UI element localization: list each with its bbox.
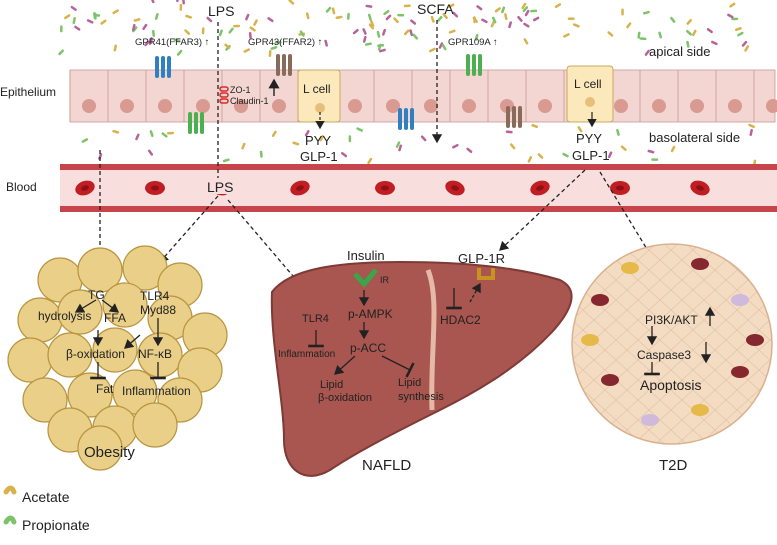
l-cell-2 xyxy=(566,65,614,123)
obesity-arrows xyxy=(74,299,166,380)
t2d-arrows xyxy=(644,306,716,376)
hdac2-label: HDAC2 xyxy=(440,313,481,327)
pancreatic-islet-icon xyxy=(571,243,773,445)
ffa-label: FFA xyxy=(104,311,126,325)
fat-label: Fat xyxy=(96,382,114,396)
claudin1-label: Claudin-1 xyxy=(230,96,269,106)
gpr109a-label: GPR109A ↑ xyxy=(448,37,498,48)
glp1-label-2: GLP-1 xyxy=(572,148,610,163)
apoptosis-label: Apoptosis xyxy=(640,377,701,393)
scfa-molecules xyxy=(58,0,757,167)
l-cell-1-label: L cell xyxy=(303,82,331,96)
tight-junction-icon xyxy=(219,86,229,104)
pi3k-akt-label: PI3K/AKT xyxy=(645,313,698,327)
gpr41-receptor-icon xyxy=(155,56,171,78)
zo1-label: ZO-1 xyxy=(230,85,251,95)
basal-receptor-brown-icon xyxy=(506,106,522,128)
legend-propionate-icon xyxy=(3,515,17,525)
gpr109a-receptor-icon xyxy=(466,54,482,76)
l-cell-2-label: L cell xyxy=(574,77,602,91)
blood-label: Blood xyxy=(6,180,37,194)
pyy-label-1: PYY xyxy=(305,133,331,148)
beta-oxidation-label: β-oxidation xyxy=(66,347,125,361)
epithelium-layer xyxy=(69,65,777,123)
insulin-label: Insulin xyxy=(347,248,385,263)
lipid-oxidation-label-2: β-oxidation xyxy=(318,392,372,404)
legend: Acetate Propionate xyxy=(3,485,90,533)
blood-vessel xyxy=(60,164,777,212)
myd88-label: Myd88 xyxy=(140,303,176,317)
caspase3-label: Caspase3 xyxy=(637,348,691,362)
nfkb-label: NF-κB xyxy=(138,347,172,361)
basal-receptor-blue-icon xyxy=(398,108,414,130)
ir-label: IR xyxy=(380,275,390,285)
insulin-receptor-icon xyxy=(353,268,378,288)
obesity-inflammation-label: Inflammation xyxy=(122,384,191,398)
hydrolysis-label: hydrolysis xyxy=(38,309,91,323)
legend-propionate: Propionate xyxy=(22,517,90,533)
gpr43-label: GPR43(FFAR2) ↑ xyxy=(248,37,322,48)
lps-label: LPS xyxy=(208,3,234,19)
nafld-title: NAFLD xyxy=(362,457,411,474)
obesity-title: Obesity xyxy=(84,444,135,461)
glp1r-receptor-icon xyxy=(477,268,495,280)
obesity-tlr4-label: TLR4 xyxy=(140,289,170,303)
epithelium-label: Epithelium xyxy=(0,85,56,99)
p-ampk-label: p-AMPK xyxy=(348,307,393,321)
pyy-label-2: PYY xyxy=(576,131,602,146)
glp1r-label: GLP-1R xyxy=(458,251,505,266)
basal-receptor-green-icon xyxy=(188,112,204,134)
tg-label: TG xyxy=(88,288,105,302)
gpr41-label: GPR41(FFAR3) ↑ xyxy=(135,37,209,48)
apical-side-label: apical side xyxy=(649,44,710,59)
pathway-arrows xyxy=(94,20,679,302)
nafld-tlr4-label: TLR4 xyxy=(302,313,329,325)
lipid-synthesis-label-1: Lipid xyxy=(398,377,421,389)
adipose-tissue-icon xyxy=(7,245,228,471)
blood-lps-label: LPS xyxy=(207,179,233,195)
glp1-label-1: GLP-1 xyxy=(300,149,338,164)
lipid-synthesis-label-2: synthesis xyxy=(398,391,444,403)
nafld-inflammation-label: Inflammation xyxy=(278,349,335,360)
l-cell-1 xyxy=(297,69,341,123)
t2d-title: T2D xyxy=(659,457,688,474)
scfa-label: SCFA xyxy=(417,1,454,17)
legend-acetate-icon xyxy=(3,485,17,495)
legend-acetate: Acetate xyxy=(22,489,70,505)
lipid-oxidation-label-1: Lipid xyxy=(320,379,343,391)
gpr43-receptor-icon xyxy=(276,54,292,76)
liver-icon xyxy=(270,260,573,477)
nafld-arrows xyxy=(308,282,481,378)
p-acc-label: p-ACC xyxy=(350,341,386,355)
basolateral-side-label: basolateral side xyxy=(649,130,740,145)
